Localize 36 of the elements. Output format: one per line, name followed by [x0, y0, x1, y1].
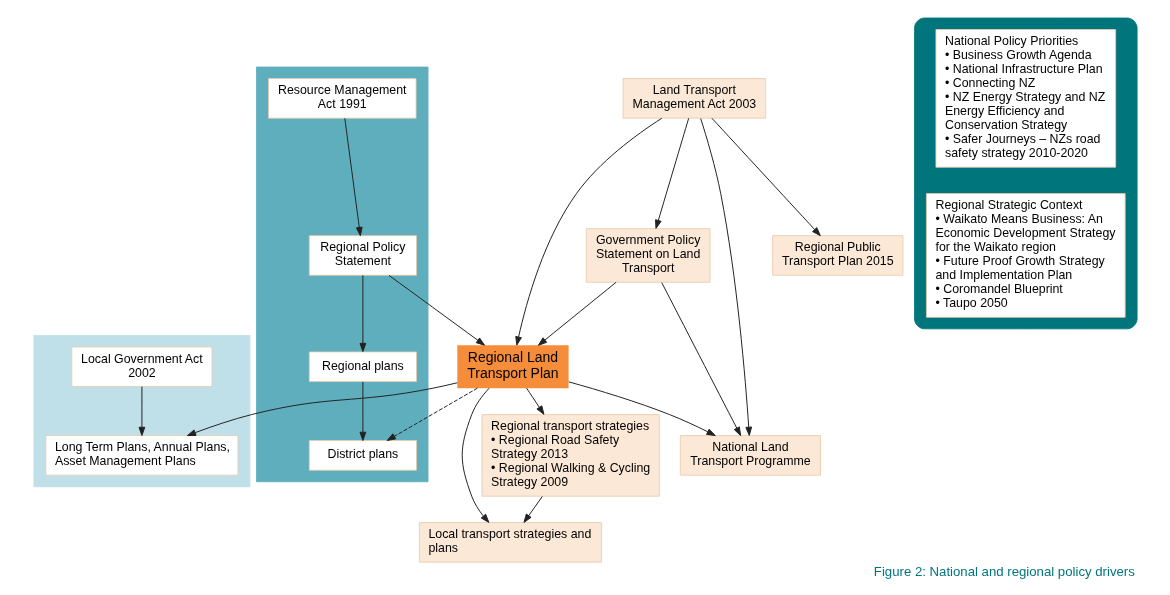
node-box: Land Transport Management Act 2003 — [622, 78, 766, 119]
arrow — [710, 117, 821, 237]
arrow — [699, 118, 752, 436]
node-box: Regional transport strategies • Regional Road Safety Strategy 2013 • Regional Walking & Cycling Strategy 2009 — [481, 414, 660, 497]
arrow — [525, 387, 544, 415]
arrow — [522, 495, 543, 523]
arrow — [359, 381, 366, 441]
caption: Figure 2: National and regional policy drivers — [873, 564, 1135, 580]
node-box: National Land Transport Programme — [679, 435, 821, 476]
arrow — [359, 274, 366, 353]
node-box: Government Policy Statement on Land Transport — [585, 228, 710, 283]
cluster — [33, 335, 250, 488]
node-box: Resource Management Act 1991 — [267, 78, 416, 119]
node-box: Regional plans — [308, 351, 417, 382]
node-box: District plans — [308, 440, 417, 471]
node-box: National Policy Priorities • Business Growth Agenda • National Infrastructure Plan • Connecting NZ • NZ Energy Strategy and NZ Energy Efficiency and Conservation Strategy • Safer Journeys – NZs road safety strategy 2010-2020 — [935, 29, 1116, 168]
arrow — [138, 386, 145, 437]
node-box: Long Term Plans, Annual Plans, Asset Management Plans — [44, 435, 238, 476]
node-box: Regional Land Transport Plan — [456, 345, 569, 389]
arrow — [186, 382, 458, 437]
arrow — [537, 281, 617, 346]
arrow — [343, 117, 363, 237]
node-box: Local transport strategies and plans — [418, 522, 602, 563]
arrow — [654, 117, 689, 229]
arrow — [386, 387, 478, 441]
arrow — [461, 387, 490, 523]
node-box: Regional Strategic Context • Waikato Means Business: An Economic Development Strategy for the Waikato region • Future Proof Growth Strategy and Implementation Plan • Coromandel Blueprint • Taupo 2050 — [925, 193, 1126, 318]
cluster — [913, 17, 1137, 330]
arrow — [388, 274, 485, 346]
arrow — [567, 381, 716, 437]
node-box: Local Government Act 2002 — [70, 346, 212, 387]
node-box: Regional Public Transport Plan 2015 — [771, 235, 903, 276]
arrow — [514, 117, 662, 346]
node-box: Regional Policy Statement — [308, 235, 417, 276]
arrow — [660, 282, 741, 437]
cluster — [255, 66, 428, 483]
